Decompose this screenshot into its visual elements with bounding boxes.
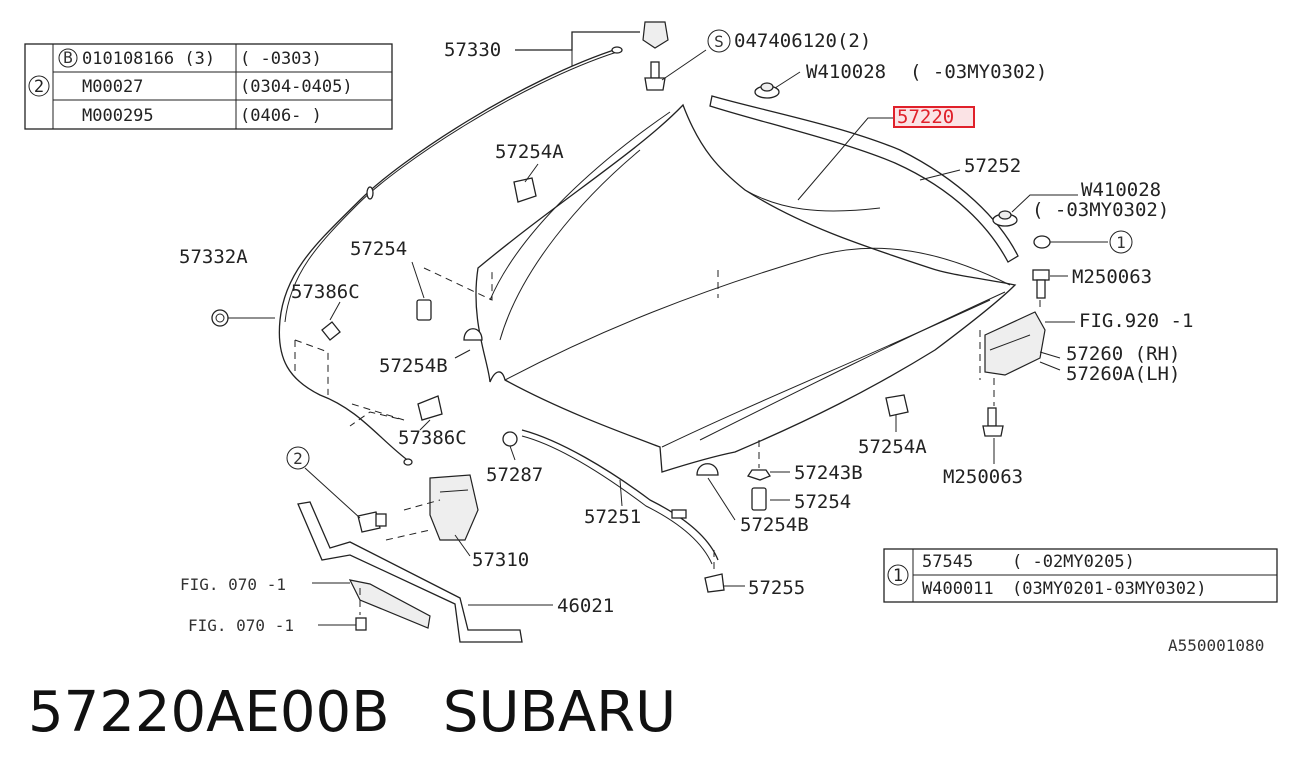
- highlight-57220-box: [893, 106, 975, 128]
- footer-brand: SUBARU: [442, 680, 677, 745]
- label-w410028-a-range: ( -03MY0302): [910, 61, 1047, 83]
- label-marker-1: 1: [1116, 233, 1126, 252]
- table-2-row-3-part: M000295: [82, 106, 154, 126]
- label-57310: 57310: [472, 549, 529, 571]
- label-57251: 57251: [584, 506, 641, 528]
- table-1-row-1-part: 57545: [922, 552, 973, 572]
- table-2-row-1-prefix: B: [63, 48, 73, 67]
- marker-2-circle: [28, 75, 50, 97]
- prop-rod-46021: [297, 501, 523, 643]
- label-m250063-bottom: M250063: [943, 466, 1023, 488]
- footer-part-number: 57220AE00B: [28, 680, 390, 745]
- footer-title: 57220AE00B SUBARU: [28, 680, 676, 745]
- label-047406120: 047406120(2): [734, 30, 871, 52]
- cable-57330: [278, 46, 623, 466]
- table-1-marker: 1: [893, 566, 903, 586]
- table-2-marker: 2: [34, 77, 44, 97]
- label-57220[interactable]: 57220: [897, 106, 954, 128]
- table-1-row-2-part: W400011: [922, 579, 994, 599]
- table-2-frame: [24, 43, 393, 130]
- bolt-b-circle: [58, 48, 78, 68]
- label-m250063-top: M250063: [1072, 266, 1152, 288]
- label-w410028-b: W410028: [1081, 179, 1161, 201]
- small-parts: [211, 21, 1051, 631]
- label-marker-2: 2: [293, 449, 303, 468]
- weatherstrip-57252: [709, 95, 1019, 263]
- hood-panel: [475, 103, 1017, 473]
- label-46021: 46021: [557, 595, 614, 617]
- label-57386c-top: 57386C: [291, 281, 360, 303]
- label-w410028-a: W410028: [806, 61, 886, 83]
- label-fig070-a: FIG. 070 -1: [180, 575, 286, 594]
- table-1-row-2-range: (03MY0201-03MY0302): [1012, 579, 1206, 599]
- marker-2-callout-circle: [286, 446, 310, 470]
- label-57254b-bottom: 57254B: [740, 514, 809, 536]
- callout-labels: 57330 S 047406120(2) W410028 ( -03MY0302…: [179, 29, 1264, 655]
- table-1-row-1-range: ( -02MY0205): [1012, 552, 1135, 572]
- s-marker: S: [714, 32, 724, 51]
- label-57254-right: 57254: [794, 491, 851, 513]
- label-57254a-right: 57254A: [858, 436, 927, 458]
- s-marker-circle: [707, 29, 731, 53]
- diagram-code: A550001080: [1168, 636, 1264, 655]
- label-57254a-top: 57254A: [495, 141, 564, 163]
- label-fig070-b: FIG. 070 -1: [188, 616, 294, 635]
- table-2-row-3-range: (0406- ): [240, 106, 322, 126]
- part-table-2: 2 B 010108166 (3) ( -0303) M00027 (0304-…: [24, 43, 393, 130]
- label-57255: 57255: [748, 577, 805, 599]
- table-2-row-2-part: M00027: [82, 77, 143, 97]
- label-57254b-left: 57254B: [379, 355, 448, 377]
- label-57330: 57330: [444, 39, 501, 61]
- label-57252: 57252: [964, 155, 1021, 177]
- table-2-row-1-range: ( -0303): [240, 49, 322, 69]
- table-2-row-1-part: 010108166 (3): [82, 49, 215, 69]
- label-57260a: 57260A(LH): [1066, 363, 1180, 385]
- cable-57251: [521, 429, 719, 565]
- label-57254-left: 57254: [350, 238, 407, 260]
- marker-1-callout-circle: [1109, 230, 1133, 254]
- label-57260: 57260 (RH): [1066, 343, 1180, 365]
- label-57287: 57287: [486, 464, 543, 486]
- label-fig920: FIG.920 -1: [1079, 310, 1193, 332]
- leader-lines: [228, 31, 1108, 626]
- marker-1-circle: [887, 564, 909, 586]
- label-w410028-b-range: ( -03MY0302): [1032, 199, 1169, 221]
- table-2-row-2-range: (0304-0405): [240, 77, 353, 97]
- label-57332a: 57332A: [179, 246, 248, 268]
- label-57243b: 57243B: [794, 462, 863, 484]
- label-57386c-bottom: 57386C: [398, 427, 467, 449]
- part-table-1: 1 57545 ( -02MY0205) W400011 (03MY0201-0…: [883, 548, 1278, 603]
